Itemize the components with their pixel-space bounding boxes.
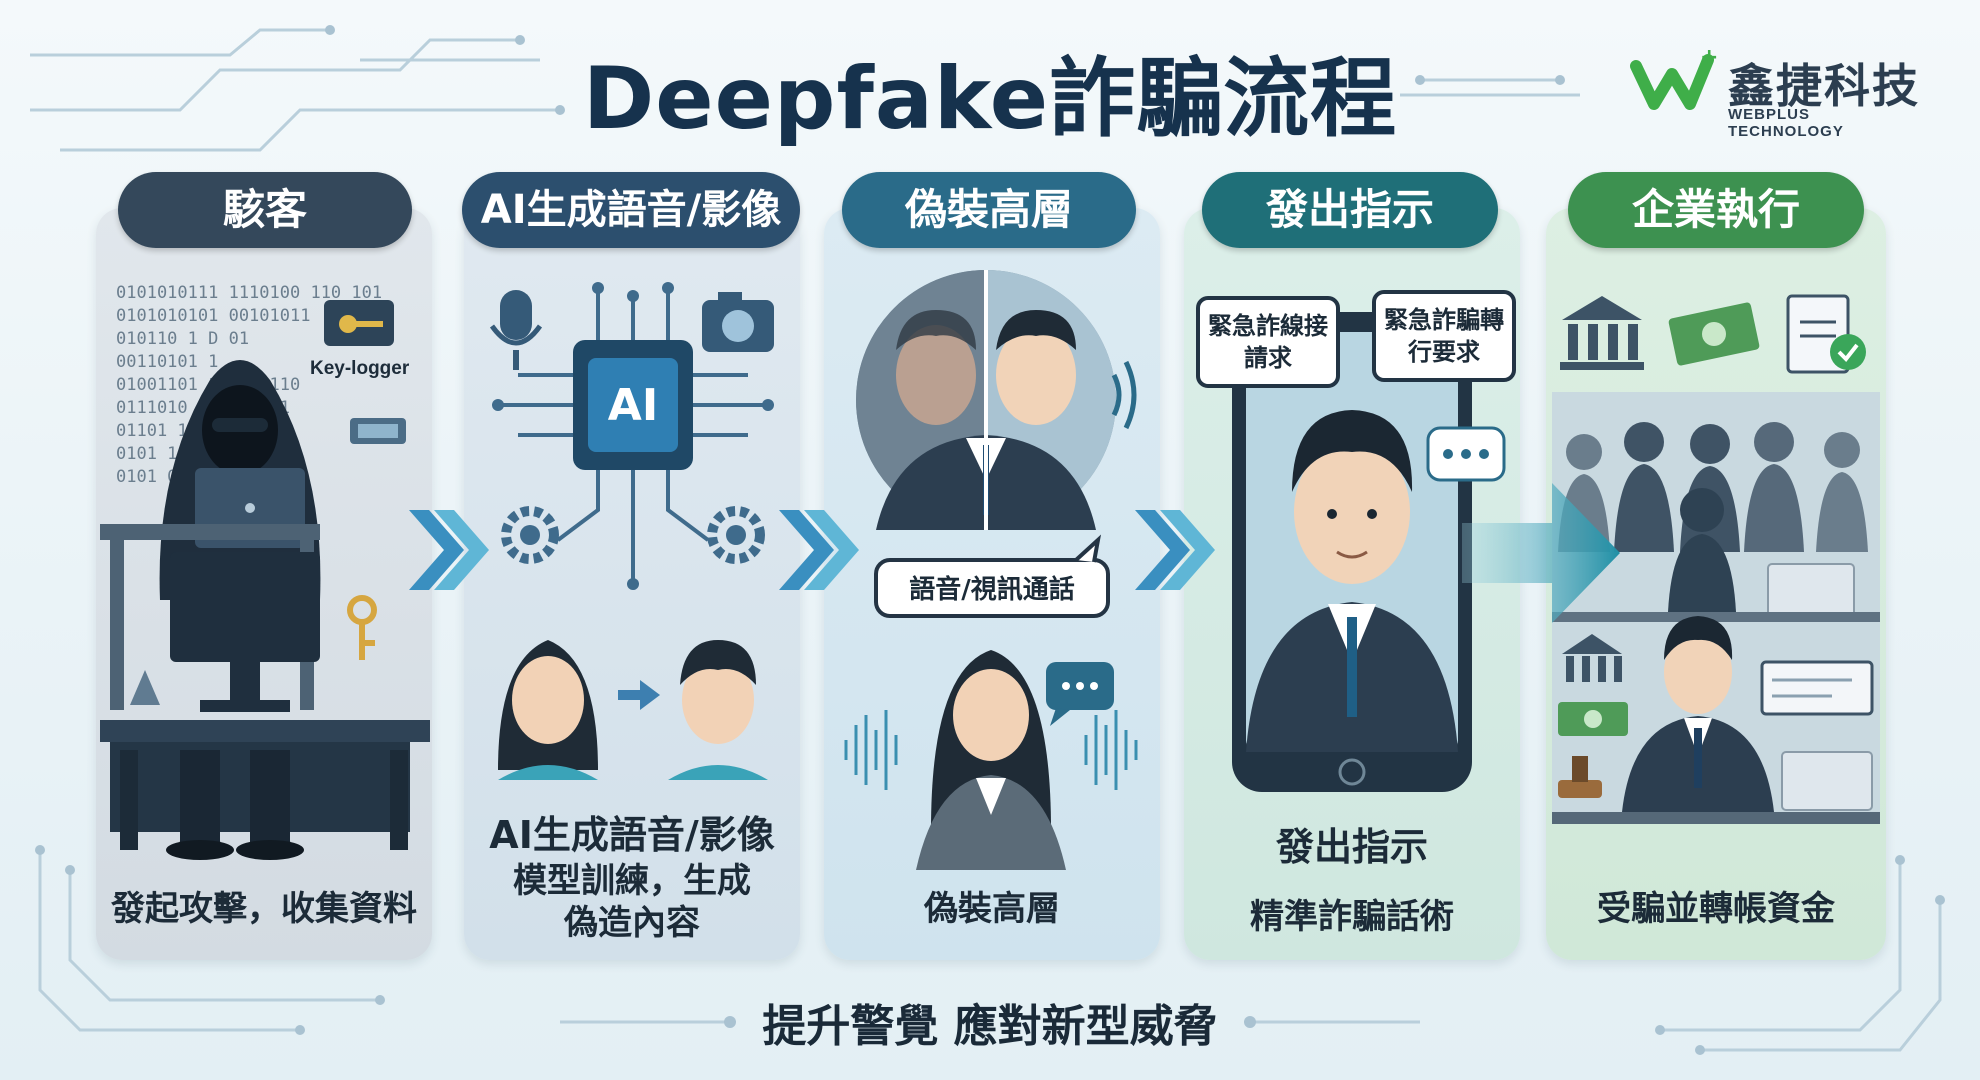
step-header-hacker: 駭客 [118,172,412,248]
step-caption-instruction: 發出指示 精準詐騙話術 [1184,812,1520,952]
bank-icon [1560,296,1644,370]
bank-icon [1562,634,1622,682]
hooded-hacker-icon: Key-logger [100,300,430,860]
step-caption-impersonation: 偽裝高層 [924,889,1060,929]
keylogger-label: Key-logger [310,358,410,379]
microphone-icon [489,290,543,370]
instruction-illustration [1232,312,1506,792]
brand-logo: + 鑫捷科技 WEBPLUS TECHNOLOGY [1628,46,1928,140]
caption-line: 發出指示 [1275,825,1428,869]
binary-line: 00110101 1 [116,352,219,372]
step-header-execution: 企業執行 [1568,172,1864,248]
chat-dots-icon [1426,426,1506,482]
man-face-icon [668,640,768,780]
page-title: Deepfake詐騙流程 [582,49,1398,149]
executive-icon [1246,410,1458,752]
call-label: 語音/視訊通話 [909,574,1075,605]
chip-icon [350,418,406,444]
flow-arrow-icon [1135,510,1215,590]
flow-arrow-icon [1462,483,1620,623]
execution-illustration [1552,294,1880,824]
sound-wave-icon [844,710,1138,790]
step-caption-hacker: 發起攻擊，收集資料 [111,889,417,929]
binary-line: 0101010101 00101011 [116,306,311,326]
ai-chip-label: AI [608,380,658,431]
employees-icon [1558,422,1868,612]
caption-line: 精準詐騙話術 [1250,897,1454,937]
money-icon [1668,302,1760,366]
caption-line: 偽造內容 [564,903,700,943]
instruction-bubble-right: 緊急詐騙轉行要求 [1372,290,1516,382]
bubble-text: 緊急詐線接請求 [1208,312,1328,372]
woman-face-icon [498,640,598,780]
bubble-text: 緊急詐騙轉行要求 [1384,306,1504,366]
step-caption-ai-generation: AI生成語音/影像 模型訓練，生成 偽造內容 [464,812,800,945]
laptop-icon [1781,751,1873,811]
speech-bubble-icon [1046,662,1114,726]
binary-line: 0101010111 1110100 110 101 [116,283,383,303]
logo-subtitle: WEBPLUS TECHNOLOGY [1728,106,1844,140]
footer-slogan: 提升警覺 應對新型威脅 [762,1001,1218,1052]
caption-line: 模型訓練，生成 [513,860,751,901]
monitor-icon [170,552,320,712]
call-label-bubble: 語音/視訊通話 [874,534,1110,618]
flow-arrow-icon [409,510,489,590]
camera-icon [702,292,774,352]
key-icon [347,595,377,660]
flow-arrow-icon [779,510,859,590]
logo-name: 鑫捷科技 [1728,59,1920,113]
binary-line: 010110 1 D 01 [116,329,250,349]
stamp-icon [1558,756,1602,798]
step-caption-execution: 受騙並轉帳資金 [1597,889,1835,929]
document-check-icon [1786,294,1866,374]
webplus-logo-icon: + [1630,46,1718,110]
step-header-instruction: 發出指示 [1202,172,1498,248]
sound-wave-icon [1111,360,1137,430]
impersonation-illustration: 語音/視訊通話 [844,270,1138,870]
step-header-impersonation: 偽裝高層 [842,172,1136,248]
instruction-bubble-left: 緊急詐線接請求 [1196,296,1340,388]
employee-transfer-icon [1552,616,1880,824]
money-icon [1558,702,1628,736]
ai-generation-illustration: AI [489,282,774,780]
caption-line: AI生成語音/影像 [489,813,775,857]
split-face-icon [856,270,1116,530]
arrow-right-icon [618,680,660,710]
gear-icon [707,506,765,564]
step-header-ai-generation: AI生成語音/影像 [462,172,800,248]
svg-text:+: + [1700,46,1718,70]
ai-chip-icon: AI [573,340,693,470]
gear-icon [501,506,559,564]
folder-key-icon [324,300,394,346]
binary-line: 01101 1 [116,421,188,441]
businesswoman-icon [916,650,1066,870]
